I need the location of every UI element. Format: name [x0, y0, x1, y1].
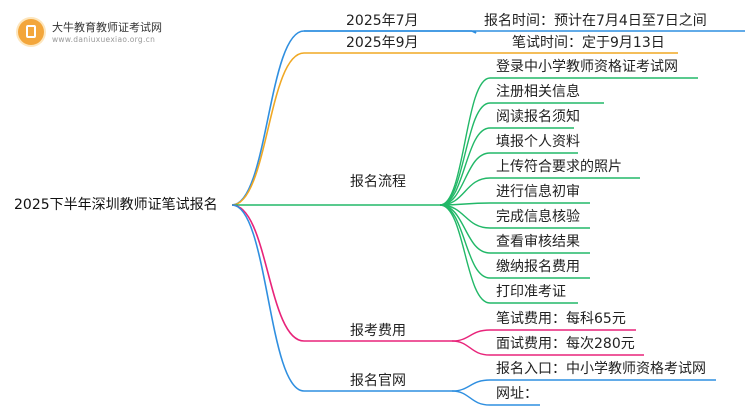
process-step: 进行信息初审 — [496, 184, 580, 200]
process-step: 填报个人资料 — [496, 134, 580, 150]
connector-step-3 — [439, 127, 574, 206]
site-item: 报名入口：中小学教师资格考试网 — [496, 361, 706, 377]
connector-step-6 — [439, 202, 590, 206]
book-icon — [18, 19, 44, 45]
connector-step-2 — [439, 102, 604, 206]
branch-process-label: 报名流程 — [350, 174, 406, 190]
branch-jul-label: 2025年7月 — [346, 13, 419, 29]
root-topic: 2025下半年深圳教师证笔试报名 — [14, 197, 218, 213]
connector-site — [231, 204, 452, 392]
connector-step-10 — [439, 204, 578, 304]
connector-site-2 — [451, 390, 540, 406]
branch-sep-label: 2025年9月 — [346, 35, 419, 51]
connector-step-5 — [439, 177, 640, 206]
connector-fee-1 — [451, 329, 636, 342]
connector-step-7 — [439, 204, 590, 229]
connector-fee-2 — [451, 340, 644, 356]
connector-fee — [231, 204, 452, 342]
branch-fee-label: 报考费用 — [350, 323, 406, 339]
branch-sep-leaf: 笔试时间：定于9月13日 — [512, 35, 665, 51]
connector-site-1 — [451, 379, 716, 392]
branch-jul-leaf: 报名时间：预计在7月4日至7日之间 — [484, 13, 707, 29]
site-logo[interactable]: 大牛教育教师证考试网 www.daniuxuexiao.org.cn — [14, 13, 214, 49]
logo-name: 大牛教育教师证考试网 — [52, 21, 162, 34]
process-step: 上传符合要求的照片 — [496, 159, 622, 175]
connector-step-4 — [439, 152, 578, 206]
process-step: 完成信息核验 — [496, 209, 580, 225]
branch-site-label: 报名官网 — [350, 373, 406, 389]
connector-step-1 — [439, 77, 698, 206]
process-step: 打印准考证 — [496, 284, 566, 300]
process-step: 缴纳报名费用 — [496, 259, 580, 275]
process-step: 阅读报名须知 — [496, 109, 580, 125]
process-step: 查看审核结果 — [496, 234, 580, 250]
fee-item: 笔试费用：每科65元 — [496, 311, 626, 327]
site-item: 网址： — [496, 386, 538, 402]
process-step: 注册相关信息 — [496, 84, 580, 100]
connector-sep — [231, 52, 678, 206]
fee-item: 面试费用：每次280元 — [496, 336, 635, 352]
process-step-connectors — [439, 77, 698, 304]
process-step: 登录中小学教师资格证考试网 — [496, 59, 678, 75]
logo-url: www.daniuxuexiao.org.cn — [52, 35, 156, 44]
